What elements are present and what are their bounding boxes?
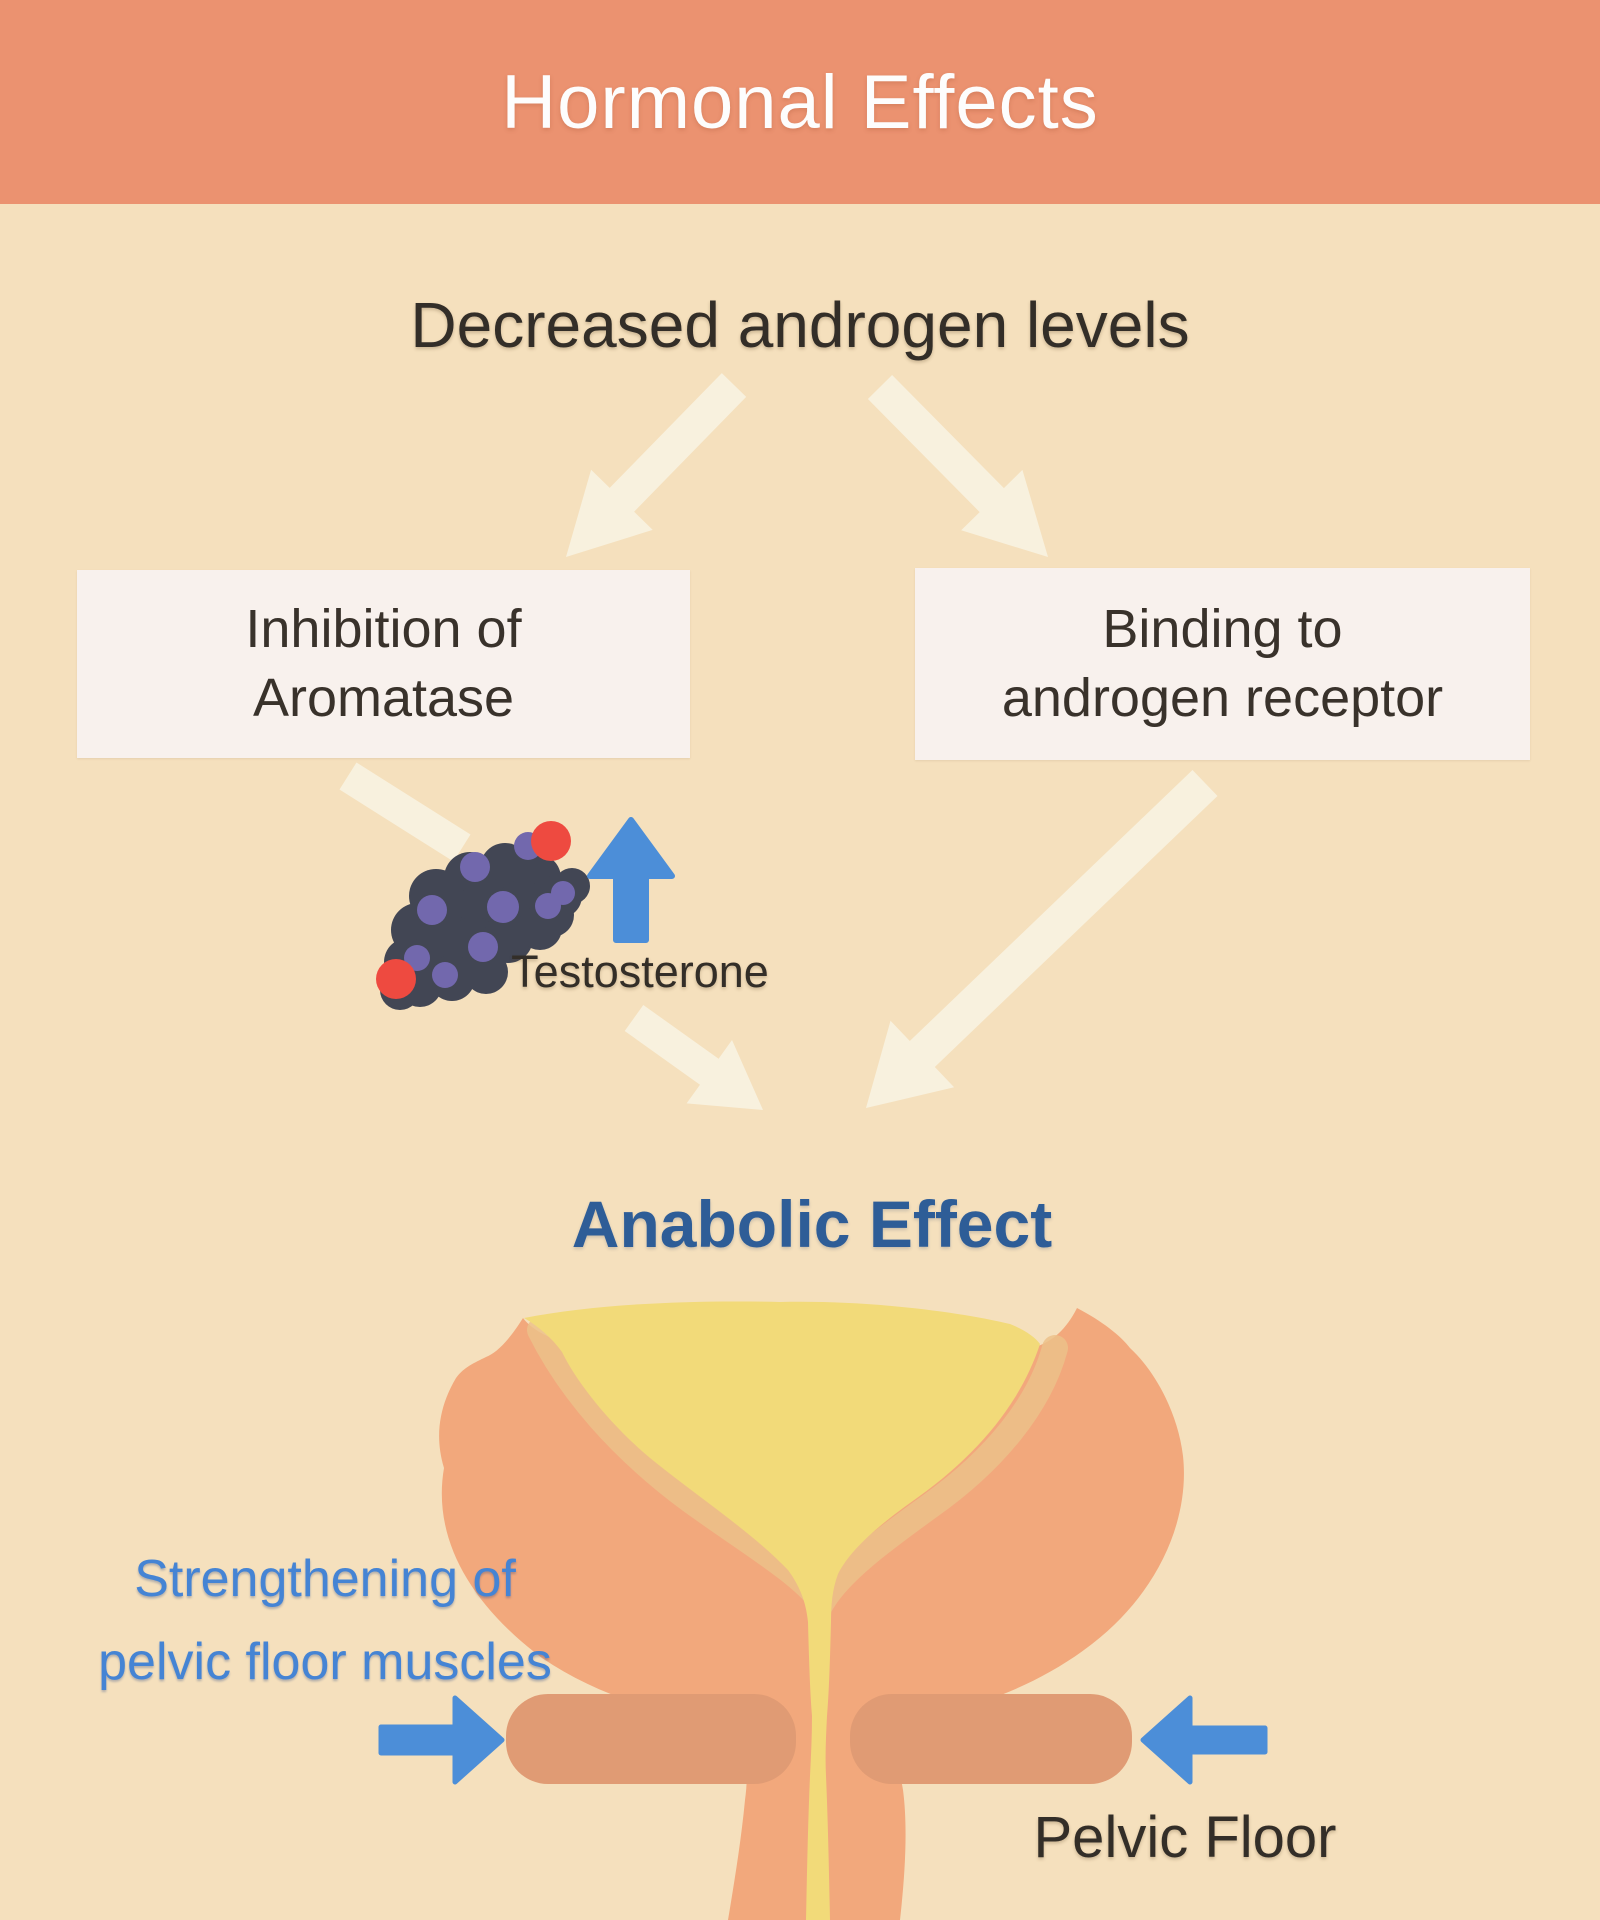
- result-label: Anabolic Effect: [571, 1187, 1053, 1261]
- arrow-molecule-to-result-icon: [624, 1005, 763, 1110]
- source-label: Decreased androgen levels: [410, 289, 1190, 361]
- right-box-line2: androgen receptor: [1001, 668, 1444, 728]
- right-box-binding-to-androgen-receptor: Binding to androgen receptor: [915, 568, 1530, 760]
- arrow-rightbox-to-result-icon: [866, 770, 1218, 1108]
- bladder-prostate-illustration: [439, 1301, 1184, 1920]
- arrow-to-right-box-icon: [867, 375, 1048, 557]
- urine-path-yellow: [524, 1301, 1040, 1920]
- pelvic-floor-muscle-left: [506, 1694, 796, 1784]
- pelvic-caption: Strengthening of pelvic floor muscles: [40, 1538, 610, 1704]
- pelvic-caption-line2: pelvic floor muscles: [98, 1633, 552, 1692]
- left-box-inhibition-of-aromatase: Inhibition of Aromatase: [77, 570, 690, 758]
- compression-arrows: [378, 1695, 1268, 1785]
- arrow-to-left-box-icon: [566, 373, 747, 557]
- right-box-line1: Binding to: [1102, 598, 1343, 659]
- flow-arrows: [339, 373, 1218, 1110]
- testosterone-molecule-icon: [376, 821, 590, 1010]
- left-box-line1: Inhibition of: [245, 598, 522, 659]
- testosterone-label: Testosterone: [511, 946, 769, 997]
- testosterone-increase-arrow-icon: [587, 817, 675, 943]
- left-box-line2: Aromatase: [252, 668, 515, 728]
- compress-left-arrow-icon: [378, 1695, 505, 1785]
- pelvic-caption-line1: Strengthening of: [134, 1550, 516, 1608]
- compress-right-arrow-icon: [1140, 1695, 1268, 1785]
- arrow-leftbox-to-molecule-icon: [339, 762, 471, 862]
- page-title: Hormonal Effects: [501, 59, 1099, 145]
- pelvic-floor-label: Pelvic Floor: [1033, 1805, 1337, 1870]
- pelvic-floor-muscle-right: [850, 1694, 1132, 1784]
- header-bar: Hormonal Effects: [0, 0, 1600, 204]
